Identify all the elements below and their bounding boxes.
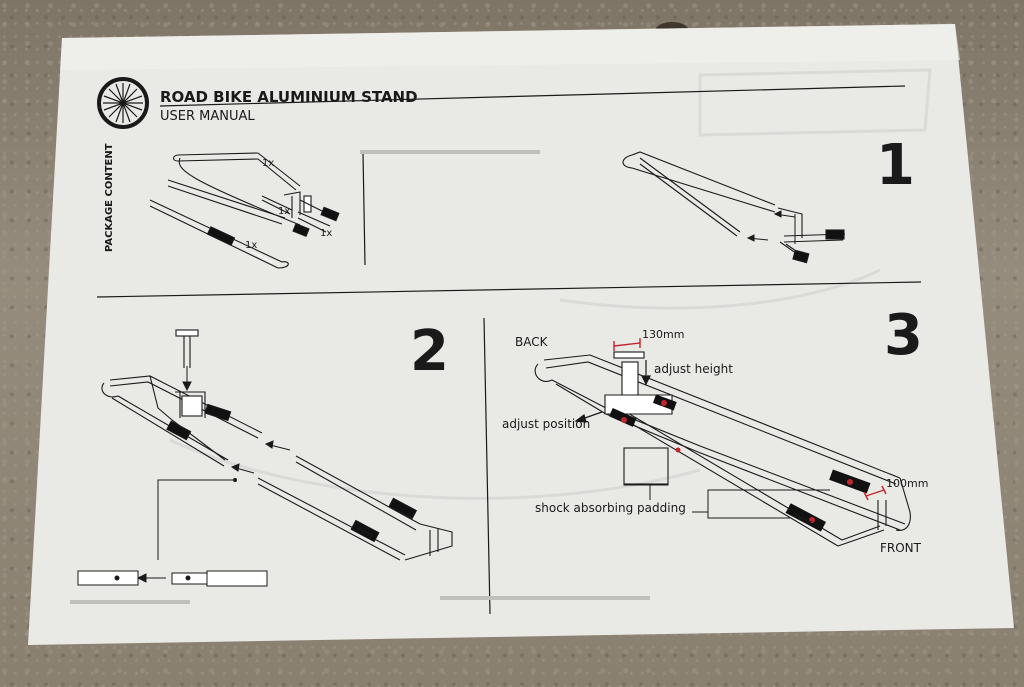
step-3-dimension-130 <box>613 338 641 351</box>
wheel-logo-icon <box>97 77 149 129</box>
step-2-detail-callout <box>77 478 268 587</box>
step-1-number: 1 <box>876 133 915 198</box>
qty-frame: 1x <box>262 158 274 169</box>
label-front: FRONT <box>880 541 922 555</box>
step-2-post-illustration <box>175 329 199 368</box>
show-through-ghost <box>169 68 932 500</box>
step-3-padding-marks <box>609 394 871 532</box>
package-frame-illustration <box>149 152 301 269</box>
package-content-heading: PACKAGE CONTENT <box>104 143 115 252</box>
step-3-number: 3 <box>884 303 923 368</box>
step-2-number: 2 <box>410 319 449 384</box>
label-adjust-position: adjust position <box>502 417 590 431</box>
adjust-height-arrow-icon <box>641 360 651 386</box>
step-1-arrows <box>746 210 796 242</box>
step-1-illustration <box>622 151 846 264</box>
dimension-100mm: 100mm <box>886 477 928 490</box>
package-base-illustration <box>261 191 340 238</box>
header-rule <box>159 85 906 107</box>
divider-horizontal <box>96 281 922 298</box>
step-3-dimension-100 <box>863 485 887 501</box>
qty-post: 1x <box>278 206 290 217</box>
label-back: BACK <box>515 335 549 349</box>
footer-faint-lines <box>70 150 650 604</box>
label-adjust-height: adjust height <box>654 362 733 376</box>
adjust-position-arrow-icon <box>574 411 603 423</box>
divider-bottom-vertical <box>483 317 491 615</box>
dimension-130mm: 130mm <box>642 328 684 341</box>
step-2-arrows <box>136 366 291 583</box>
step-2-rod-illustration <box>257 455 453 561</box>
qty-rod: 1x <box>245 240 257 251</box>
padding-callout-lines <box>623 460 830 519</box>
manual-subtitle: USER MANUAL <box>160 109 255 124</box>
label-shock-absorbing-padding: shock absorbing padding <box>535 501 686 515</box>
manual-title: ROAD BIKE ALUMINIUM STAND <box>160 88 418 106</box>
divider-top-vertical <box>362 152 366 266</box>
step-2-frame-illustration <box>101 375 263 467</box>
qty-feet: 1x <box>320 228 332 239</box>
